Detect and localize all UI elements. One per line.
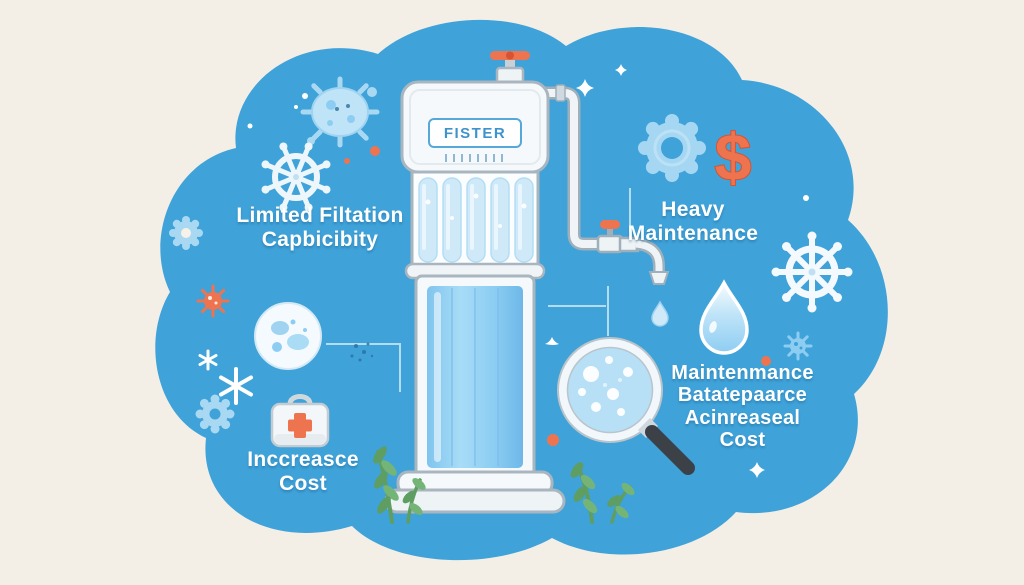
plant-left-icon <box>373 446 426 524</box>
callout-line: Heavy <box>661 198 725 221</box>
callout-heavy-maintenance: Heavy Maintenance <box>598 198 788 245</box>
dollar-sign-icon: $ <box>715 120 752 194</box>
faucet-icon <box>618 236 670 285</box>
plant-right-icon <box>570 462 635 524</box>
filter-cartridges <box>410 170 540 270</box>
ship-wheel-left-icon <box>261 142 331 212</box>
filter-base <box>384 470 566 514</box>
callout-line: Capbicibity <box>261 227 379 251</box>
callout-line: Cost <box>279 471 327 495</box>
water-drop-icon <box>699 279 749 355</box>
connector-lines <box>326 188 631 392</box>
callout-line: Inccreasce <box>247 448 359 471</box>
filter-brand-label: FISTER <box>428 118 522 148</box>
callout-line: Limited Filtation <box>236 204 404 227</box>
ship-wheel-right-icon <box>771 231 853 313</box>
cap-tick-marks <box>445 154 503 162</box>
top-valve-icon <box>490 51 530 70</box>
snowflake-icon-small <box>198 349 218 371</box>
magnifying-glass-icon <box>557 337 695 475</box>
petri-dish-icon <box>254 302 322 370</box>
gear-icon-small-bottom <box>195 394 235 434</box>
gear-icon-small-left <box>169 216 203 250</box>
first-aid-kit-icon <box>270 394 330 448</box>
callout-line: Batatepaarce <box>677 384 808 407</box>
callout-increase-cost: Inccreasce Cost <box>218 448 388 495</box>
blue-germ-icon <box>783 331 813 361</box>
filter-tank <box>414 274 536 478</box>
pipe <box>545 84 602 251</box>
callout-line: Cost <box>719 429 766 452</box>
water-drip-icon <box>651 300 669 327</box>
snowflake-icon-large <box>219 367 253 405</box>
orange-germ-icon <box>196 284 230 318</box>
callout-maintenance-cost: Maintenmance Batatepaarce Acinreaseal Co… <box>645 362 840 452</box>
callout-line: Maintenmance <box>671 362 814 384</box>
speckle-cluster <box>350 342 374 362</box>
virus-icon <box>300 76 380 148</box>
orange-dots <box>344 146 771 446</box>
callout-limited-filtration: Limited Filtation Capbicibity <box>200 204 440 251</box>
gear-icon-large <box>638 114 706 182</box>
sparkle-icons <box>247 64 809 478</box>
callout-line: Acinreaseal <box>684 406 801 429</box>
callout-line: Maintenance <box>627 221 759 245</box>
